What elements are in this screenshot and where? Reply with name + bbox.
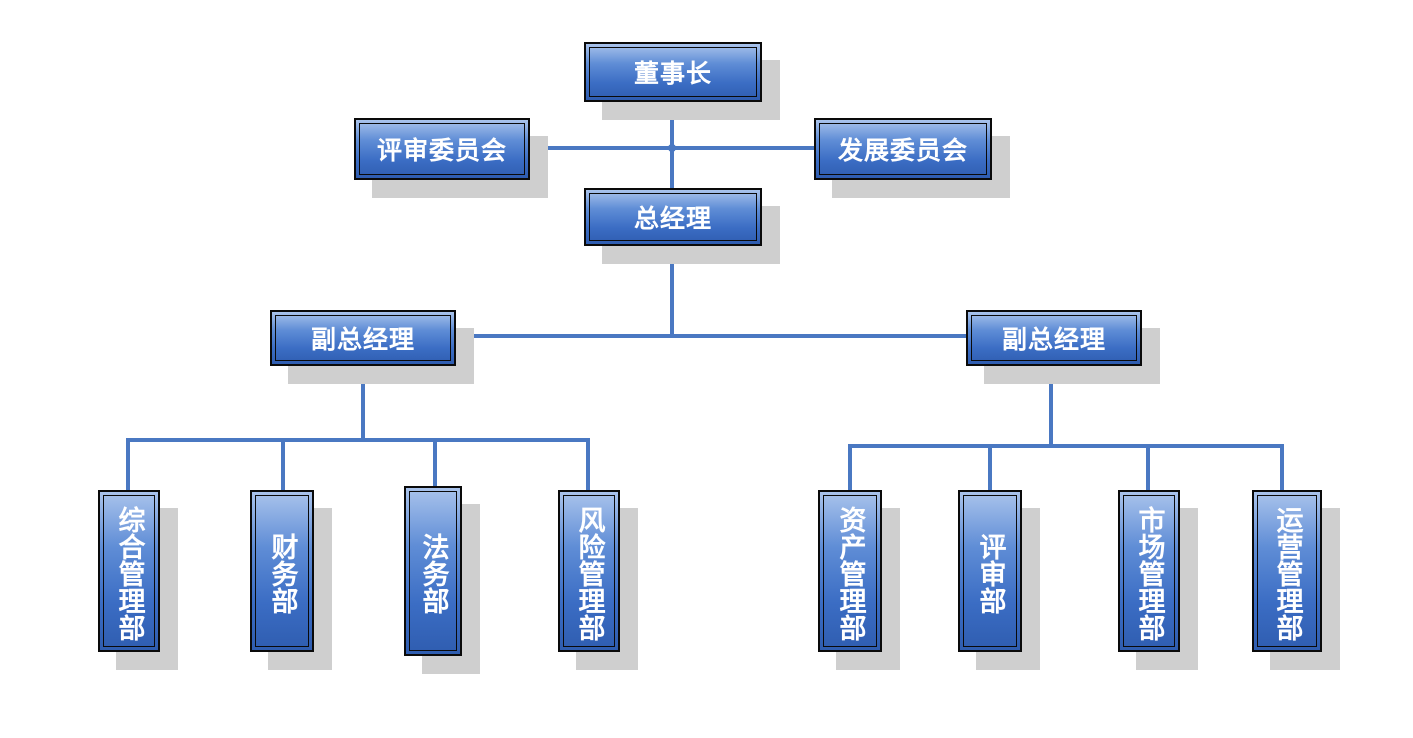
- dept-left-4: 风险管理部: [558, 490, 638, 670]
- node-development-committee-label: 发展委员会: [814, 118, 992, 180]
- node-chairman-label: 董事长: [584, 42, 762, 102]
- dept-left-4-label: 风险管理部: [558, 490, 620, 652]
- dept-left-3: 法务部: [404, 486, 480, 674]
- node-deputy-right: 副总经理: [966, 310, 1160, 384]
- node-deputy-right-label: 副总经理: [966, 310, 1142, 366]
- junction-dot: [668, 144, 676, 152]
- node-deputy-left: 副总经理: [270, 310, 474, 384]
- node-general-manager: 总经理: [584, 188, 780, 264]
- node-general-manager-label: 总经理: [584, 188, 762, 246]
- dept-right-2-label: 评审部: [958, 490, 1022, 652]
- dept-right-4-label: 运营管理部: [1252, 490, 1322, 652]
- dept-left-1: 综合管理部: [98, 490, 178, 670]
- node-development-committee: 发展委员会: [814, 118, 1010, 198]
- dept-right-1: 资产管理部: [818, 490, 900, 670]
- dept-left-2-label: 财务部: [250, 490, 314, 652]
- node-review-committee-label: 评审委员会: [354, 118, 530, 180]
- node-review-committee: 评审委员会: [354, 118, 548, 198]
- dept-right-3: 市场管理部: [1118, 490, 1198, 670]
- dept-right-2: 评审部: [958, 490, 1040, 670]
- dept-left-3-label: 法务部: [404, 486, 462, 656]
- dept-right-4: 运营管理部: [1252, 490, 1340, 670]
- node-chairman: 董事长: [584, 42, 780, 120]
- node-deputy-left-label: 副总经理: [270, 310, 456, 366]
- dept-left-1-label: 综合管理部: [98, 490, 160, 652]
- dept-left-2: 财务部: [250, 490, 332, 670]
- dept-right-3-label: 市场管理部: [1118, 490, 1180, 652]
- dept-right-1-label: 资产管理部: [818, 490, 882, 652]
